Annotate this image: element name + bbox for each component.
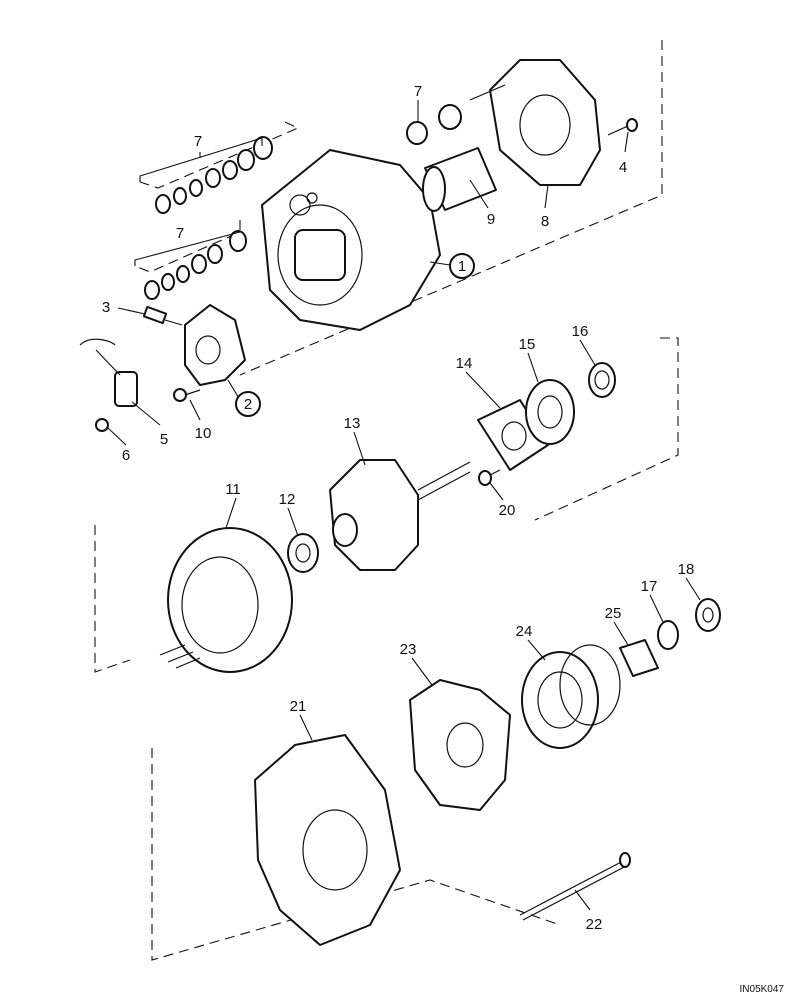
bolt-part-4	[607, 118, 638, 136]
housing-part-21	[254, 734, 401, 946]
housing-part-1	[261, 149, 441, 331]
part-label-2: 2	[244, 396, 252, 413]
rotor-part-13	[329, 459, 471, 571]
brush-holder-part-2	[184, 304, 246, 386]
part-label-25: 25	[605, 605, 622, 622]
pulley-part-24	[521, 644, 621, 749]
stator-part-11	[159, 527, 293, 673]
part-label-24: 24	[516, 623, 533, 640]
callout-circle-2	[235, 391, 261, 417]
part-label-21: 21	[290, 698, 307, 715]
screws-part-6-10	[95, 388, 201, 432]
brush-part-3	[142, 305, 183, 326]
nut-part-18	[695, 598, 721, 632]
bearing-part-15	[525, 379, 575, 445]
bushing-part-9	[422, 147, 497, 212]
part-label-8: 8	[541, 213, 549, 230]
part-label-6: 6	[122, 447, 130, 464]
nuts-part-7-top	[406, 104, 462, 145]
part-label-3: 3	[102, 299, 110, 316]
callout-circle-1	[449, 253, 475, 279]
through-bolt-part-22	[519, 852, 631, 921]
part-label-12: 12	[279, 491, 296, 508]
part-label-5: 5	[160, 431, 168, 448]
part-label-17: 17	[641, 578, 658, 595]
fan-part-23	[409, 679, 511, 811]
part-label-15: 15	[519, 336, 536, 353]
bearing-part-12	[287, 533, 319, 573]
regulator-part-5	[79, 338, 138, 407]
part-label-16: 16	[572, 323, 589, 340]
part-label-9: 9	[487, 211, 495, 228]
part-label-7-upper: 7	[194, 133, 202, 150]
part-label-23: 23	[400, 641, 417, 658]
leader-lines	[107, 100, 701, 911]
spacer-part-25	[619, 639, 659, 677]
figure-code: IN05K047	[740, 984, 785, 995]
washer-set-part-7-upper	[155, 136, 273, 214]
part-label-10: 10	[195, 425, 212, 442]
part-label-7-lower: 7	[176, 225, 184, 242]
rectifier-part-8	[469, 59, 601, 186]
part-label-4: 4	[619, 159, 627, 176]
seal-part-16	[588, 362, 616, 398]
washer-part-17	[657, 620, 679, 650]
part-label-22: 22	[586, 916, 603, 933]
part-label-7-top: 7	[414, 83, 422, 100]
part-labels: 7 7 7 4 9 8 1 3 2 5 10 6 13 14 15 16 20 …	[102, 83, 695, 933]
part-label-13: 13	[344, 415, 361, 432]
part-label-20: 20	[499, 502, 516, 519]
part-label-11: 11	[225, 481, 241, 498]
screw-part-20	[478, 469, 501, 486]
part-label-1: 1	[458, 258, 466, 275]
part-label-14: 14	[456, 355, 473, 372]
washer-set-part-7-lower	[144, 230, 247, 300]
part-label-18: 18	[678, 561, 695, 578]
